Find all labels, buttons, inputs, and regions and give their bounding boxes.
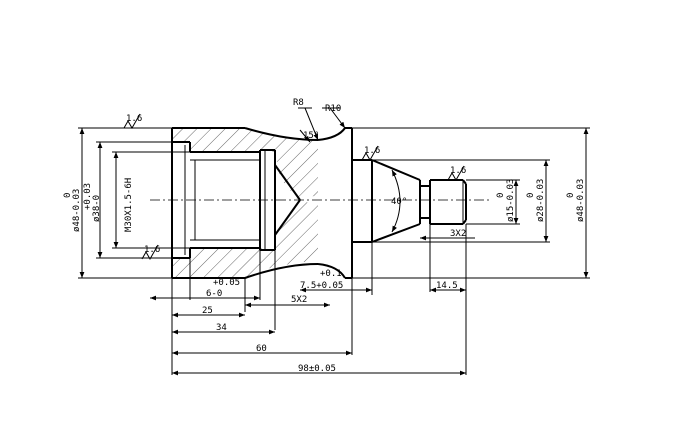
label-d48-tol-top: 0 — [566, 193, 576, 198]
label-6: 6-0 — [206, 289, 222, 299]
bore-outline — [172, 141, 301, 259]
label-rough-3: 1.6 — [364, 146, 380, 156]
label-d28-tol-top: 0 — [526, 193, 536, 198]
label-plus005: +0.05 — [213, 278, 240, 288]
part-outline — [171, 127, 467, 279]
label-d48-right: ø48-0.03 — [576, 179, 586, 222]
label-3x2: 3X2 — [450, 229, 466, 239]
label-plus01: +0.1 — [320, 269, 342, 279]
label-d15-tol-top: 0 — [496, 193, 506, 198]
label-d28: ø28-0.03 — [536, 179, 546, 222]
label-7-5: 7.5+0.05 — [300, 281, 343, 291]
label-34: 34 — [216, 323, 227, 333]
label-od48-tol-top: 0 — [63, 193, 73, 198]
hatched-section — [172, 128, 318, 200]
angle-40-arc — [391, 169, 401, 233]
label-rough-1: 1.6 — [126, 114, 142, 124]
label-98: 98±0.05 — [298, 364, 336, 374]
label-r8: R8 — [293, 98, 304, 108]
label-25: 25 — [202, 306, 213, 316]
label-r10: R10 — [325, 104, 341, 114]
label-thread: M30X1.5-6H — [124, 178, 134, 232]
label-bore38-tol-top: +0.03 — [83, 183, 93, 210]
roughness-symbols — [123, 113, 465, 261]
vertical-dimensions — [79, 128, 589, 278]
label-rough-2: 1.6 — [144, 245, 160, 255]
label-angle15: 15° — [303, 131, 319, 141]
label-60: 60 — [256, 344, 267, 354]
label-bore38: ø38-0 — [92, 195, 102, 222]
label-od48-left: ø48-0.03 — [72, 189, 82, 232]
label-14-5: 14.5 — [436, 281, 458, 291]
label-rough-4: 1.6 — [450, 166, 466, 176]
hatched-section-lower — [172, 200, 318, 278]
horizontal-dimensions — [150, 235, 475, 376]
label-angle40: 40° — [391, 197, 407, 207]
label-d15: ø15-0.03 — [506, 179, 516, 222]
label-5x2: 5X2 — [291, 295, 307, 305]
leaders — [298, 107, 346, 143]
extension-lines — [78, 127, 590, 375]
